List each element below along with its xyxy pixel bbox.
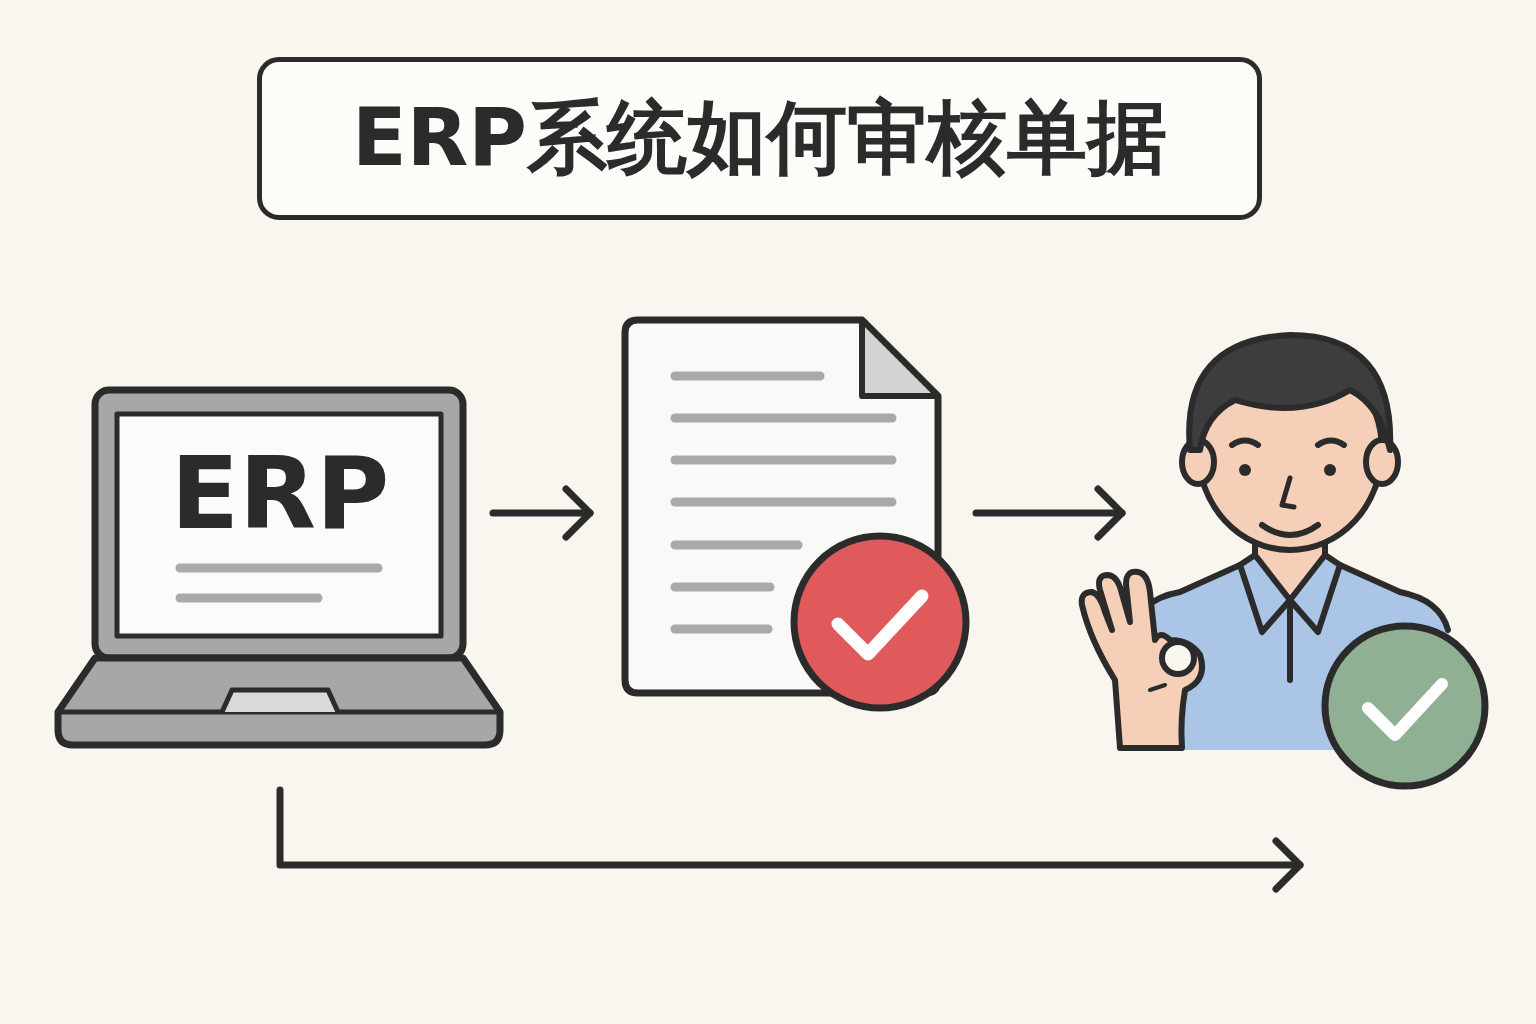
arrow-line [280, 790, 1300, 865]
flow-arrow [976, 489, 1122, 537]
arrow-head [1098, 489, 1122, 537]
laptop-icon [58, 390, 500, 745]
arrow-line [976, 510, 1122, 517]
erp-laptop: ERP [58, 390, 500, 745]
diagram-title: ERP系统如何审核单据 [352, 85, 1167, 193]
flow-arrow [280, 790, 1300, 889]
flow-arrow [493, 489, 590, 537]
arrow-head [566, 489, 590, 537]
title-box: ERP系统如何审核单据 [257, 57, 1262, 220]
arrow-head [1276, 841, 1300, 889]
approver [1130, 330, 1490, 790]
document [625, 318, 940, 695]
person-icon [1082, 335, 1485, 786]
document-icon [625, 320, 966, 708]
arrow-line [493, 510, 590, 517]
node-label: ERP [171, 435, 390, 552]
